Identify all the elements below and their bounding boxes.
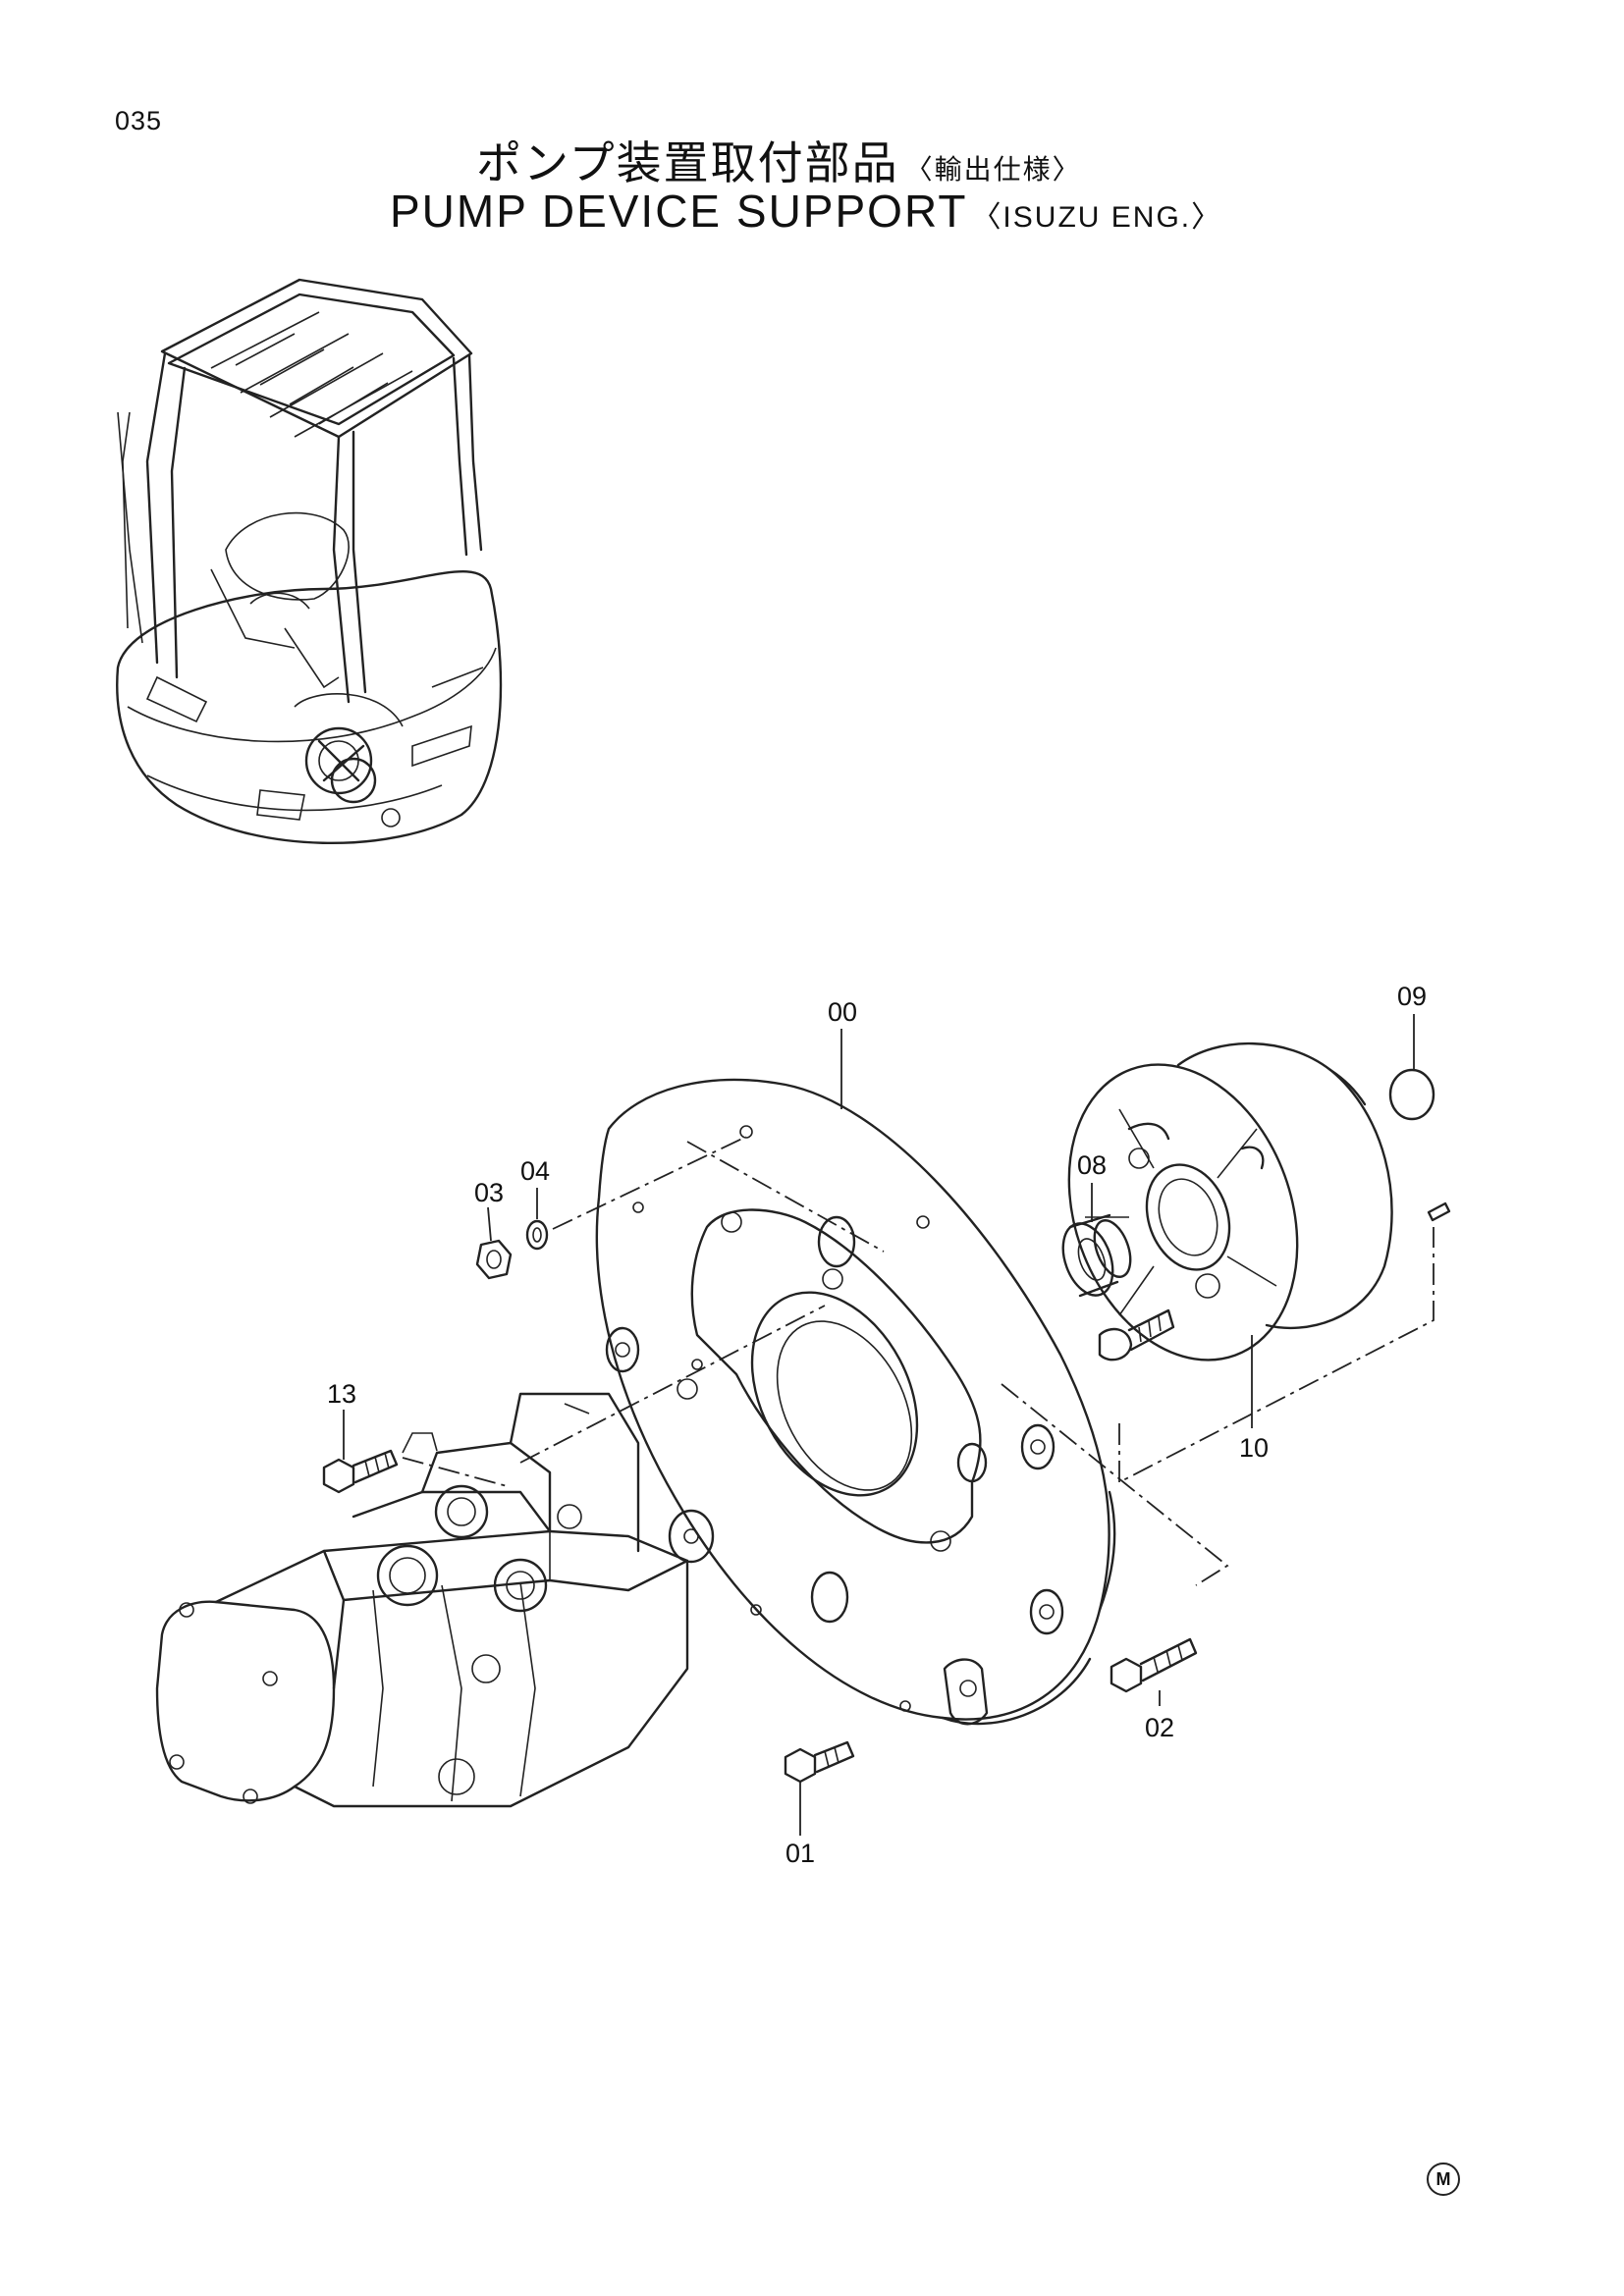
callout-01: 01 [785, 1839, 816, 1868]
callout-09: 09 [1397, 982, 1428, 1011]
excavator-overview-illustration [116, 278, 503, 844]
callout-13: 13 [327, 1379, 357, 1409]
assembly-centerlines [402, 1136, 1435, 1586]
callout-10: 10 [1239, 1433, 1270, 1463]
callout-08: 08 [1077, 1150, 1108, 1180]
cap-part-09 [1388, 1068, 1435, 1121]
title-japanese-main: ポンプ装置取付部品 [476, 136, 899, 189]
bearing-part-08 [1061, 1213, 1132, 1298]
title-english: PUMP DEVICE SUPPORT〈ISUZU ENG.〉 [390, 185, 1222, 238]
callout-02: 02 [1145, 1713, 1175, 1742]
nut-part-03 [475, 1239, 513, 1280]
bolt-part-02 [1110, 1637, 1198, 1693]
title-english-suffix: 〈ISUZU ENG.〉 [971, 201, 1223, 234]
hydraulic-pump-illustration [155, 1392, 689, 1808]
callout-03: 03 [474, 1178, 505, 1207]
callout-04: 04 [520, 1156, 551, 1186]
flange-housing-part-00 [595, 1078, 1116, 1726]
washer-part-04 [525, 1219, 549, 1251]
bolt-part-13 [322, 1449, 399, 1494]
title-japanese: ポンプ装置取付部品〈輸出仕様〉 [476, 128, 1082, 192]
coupling-part-10 [1067, 1041, 1451, 1362]
callout-00: 00 [828, 997, 858, 1027]
callout-leaders [343, 1014, 1415, 1836]
page-number: 035 [115, 106, 163, 135]
bolt-part-01 [784, 1740, 855, 1784]
title-english-main: PUMP DEVICE SUPPORT [390, 186, 968, 237]
manufacturer-mark: M [1427, 2163, 1460, 2196]
title-japanese-suffix: 〈輸出仕様〉 [904, 153, 1082, 186]
